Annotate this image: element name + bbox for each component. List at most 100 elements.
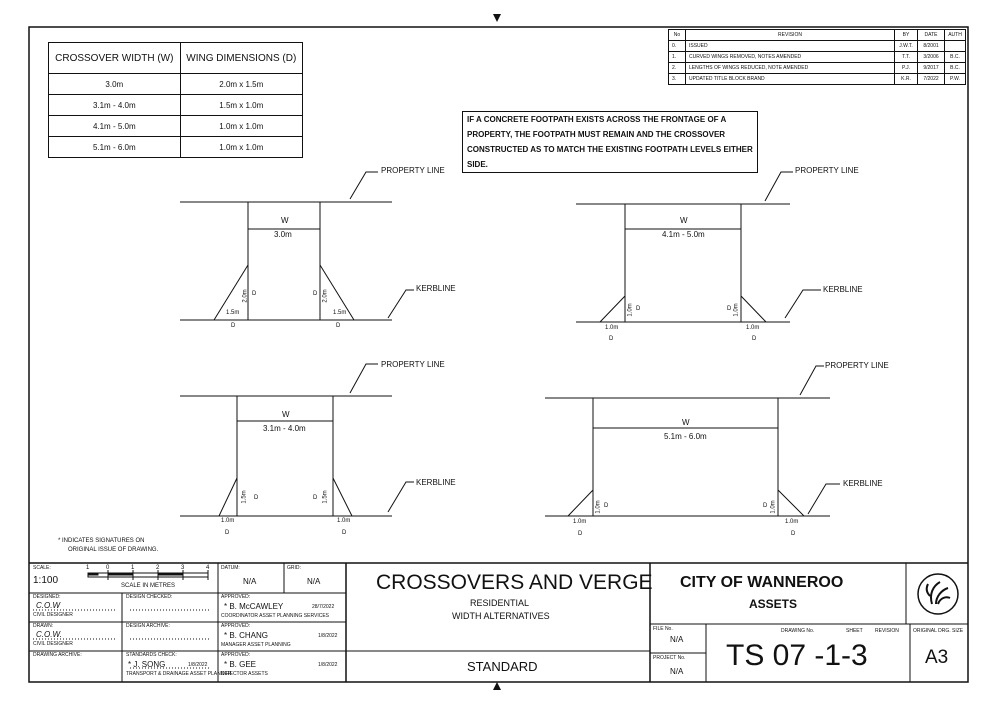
table-cell: 3.1m - 4.0m <box>48 94 181 116</box>
w-label: W <box>282 410 290 419</box>
table-header: AUTH <box>944 29 966 41</box>
design-checked-label: DESIGN CHECKED: <box>126 594 173 600</box>
table-cell <box>944 40 966 52</box>
drawn-role: CIVIL DESIGNER <box>33 641 73 647</box>
wing-width-value: 1.0m <box>605 325 619 331</box>
d-label: D <box>313 495 318 501</box>
kerbline-label: KERBLINE <box>823 285 863 294</box>
wing-width-value: 1.0m <box>785 519 799 525</box>
drawn-label: DRAWN: <box>33 623 54 629</box>
drawing-subtitle-2: WIDTH ALTERNATIVES <box>452 611 550 621</box>
footpath-note: IF A CONCRETE FOOTPATH EXISTS ACROSS THE… <box>462 111 758 173</box>
original-size-label: ORIGINAL DRG. SIZE <box>913 628 964 634</box>
grid-value: N/A <box>307 577 321 586</box>
table-header: BY <box>894 29 918 41</box>
table-cell: T.T. <box>894 51 918 63</box>
design-archive-label: DESIGN ARCHIVE: <box>126 623 170 629</box>
table-cell: 1.5m x 1.0m <box>179 94 304 116</box>
grid-label: GRID: <box>287 565 301 571</box>
scale-tick: 4 <box>206 565 210 571</box>
property-line-label: PROPERTY LINE <box>381 166 445 175</box>
table-cell: 3/2006 <box>917 51 945 63</box>
footnote-line-2: ORIGINAL ISSUE OF DRAWING. <box>68 547 159 553</box>
table-header: CROSSOVER WIDTH (W) <box>48 42 181 74</box>
d-label: D <box>336 323 341 329</box>
wing-width-value: 1.0m <box>337 518 351 524</box>
scale-tick: 0 <box>106 565 110 571</box>
w-label: W <box>682 418 690 427</box>
table-cell: 2.0m x 1.5m <box>179 73 304 95</box>
table-cell: 1.0m x 1.0m <box>179 115 304 137</box>
table-cell: B.C. <box>944 51 966 63</box>
title-block-grid <box>29 562 968 682</box>
wing-height-value: 2.0m <box>322 289 329 303</box>
designed-value: C.O.W <box>36 601 60 610</box>
table-cell: 1.0m x 1.0m <box>179 136 304 158</box>
wing-height-value: 2.0m <box>242 289 249 303</box>
d-label: D <box>763 503 768 509</box>
department-name: ASSETS <box>749 597 798 611</box>
property-line-label: PROPERTY LINE <box>795 166 859 175</box>
table-cell: P.W. <box>944 73 966 85</box>
width-value: 3.1m - 4.0m <box>263 424 306 433</box>
drawing-subtitle-1: RESIDENTIAL <box>470 598 530 608</box>
table-cell: J.W.T. <box>894 40 918 52</box>
wing-height-value: 1.0m <box>627 303 634 317</box>
city-logo-icon <box>917 573 959 615</box>
table-cell: LENGTHS OF WINGS REDUCED, NOTE AMENDED <box>685 62 895 74</box>
table-cell: 0. <box>668 40 686 52</box>
width-value: 4.1m - 5.0m <box>662 230 705 239</box>
table-cell: 4.1m - 5.0m <box>48 115 181 137</box>
standards-name: * J. SONG <box>128 660 166 669</box>
d-label: D <box>604 503 609 509</box>
approval-date: 28/7/2022 <box>312 604 335 610</box>
datum-label: DATUM: <box>221 565 240 571</box>
scale-bar <box>87 570 209 580</box>
width-table: CROSSOVER WIDTH (W)WING DIMENSIONS (D) 3… <box>48 42 304 158</box>
scale-value: 1:100 <box>33 575 59 586</box>
drawing-title: CROSSOVERS AND VERGE <box>376 571 653 594</box>
approver-name: * B. CHANG <box>224 631 269 640</box>
scale-tick: 1 <box>86 565 90 571</box>
d-label: D <box>791 531 796 537</box>
kerbline-label: KERBLINE <box>416 478 456 487</box>
d-label: D <box>225 530 230 536</box>
approved-label: APPROVED: <box>221 594 251 600</box>
wing-width-value: 1.5m <box>226 310 240 316</box>
file-no-label: FILE No. <box>653 626 673 632</box>
approver-role: DIRECTOR ASSETS <box>221 671 268 677</box>
table-cell: 5.1m - 6.0m <box>48 136 181 158</box>
table-header: REVISION <box>685 29 895 41</box>
wing-height-value: 1.0m <box>733 303 740 317</box>
approval-date: 1/8/2022 <box>318 662 338 668</box>
designed-role: CIVIL DESIGNER <box>33 612 73 618</box>
crossover-diagram-1 <box>180 171 414 321</box>
datum-value: N/A <box>243 577 257 586</box>
approver-name: * B. GEE <box>224 660 257 669</box>
standards-date: 1/8/2022 <box>188 662 208 668</box>
table-cell: ISSUED <box>685 40 895 52</box>
file-no-value: N/A <box>670 635 684 644</box>
kerbline-label: KERBLINE <box>416 284 456 293</box>
wing-height-value: 1.0m <box>595 500 602 514</box>
revision-label: REVISION <box>875 628 899 634</box>
width-value: 5.1m - 6.0m <box>664 432 707 441</box>
project-no-value: N/A <box>670 667 684 676</box>
crossover-diagram-4 <box>545 365 840 517</box>
table-cell: 9/2017 <box>917 62 945 74</box>
organisation-name: CITY OF WANNEROO <box>680 574 844 591</box>
standards-role: TRANSPORT & DRAINAGE ASSET PLANNER <box>126 671 232 677</box>
drawing-no-label: DRAWING No. <box>781 628 815 634</box>
wing-width-value: 1.5m <box>333 310 347 316</box>
table-cell: K.R. <box>894 73 918 85</box>
table-cell: 2. <box>668 62 686 74</box>
table-cell: 3.0m <box>48 73 181 95</box>
table-header: No <box>668 29 686 41</box>
table-cell: P.J. <box>894 62 918 74</box>
approver-role: MANAGER ASSET PLANNING <box>221 642 291 648</box>
table-cell: 3. <box>668 73 686 85</box>
wing-height-value: 1.0m <box>770 500 777 514</box>
table-cell: 7/2022 <box>917 73 945 85</box>
